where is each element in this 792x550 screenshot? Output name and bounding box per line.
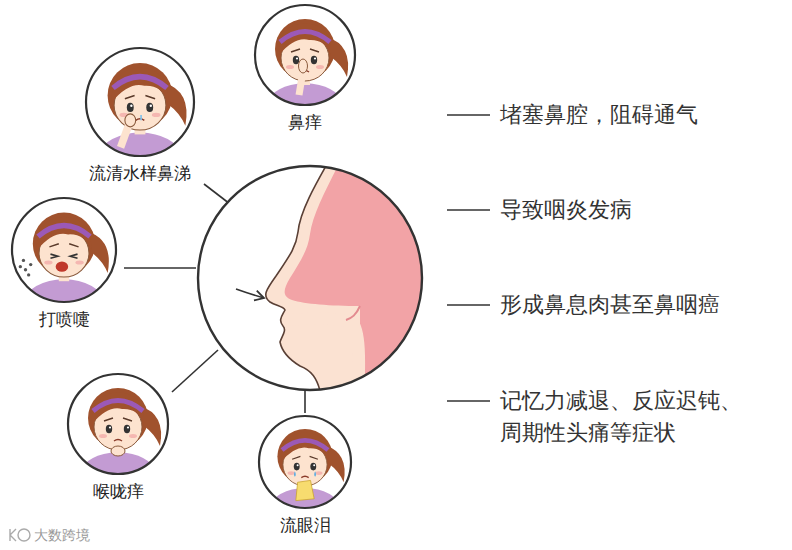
symptom-label: 喉咙痒 xyxy=(93,481,144,501)
effect-note: 记忆力减退、反应迟钝、 周期性头痛等症状 xyxy=(500,385,762,449)
effect-note: 形成鼻息肉甚至鼻咽癌 xyxy=(500,289,780,321)
portrait-circle xyxy=(253,3,357,107)
portrait-circle xyxy=(10,196,118,304)
effect-note: 堵塞鼻腔，阻碍通气 xyxy=(500,99,780,131)
symptom-portrait: 喉咙痒 xyxy=(66,372,170,501)
symptom-label: 打喷嚏 xyxy=(39,309,90,329)
watermark-logo xyxy=(10,529,30,541)
note-dashes xyxy=(447,115,490,401)
portrait-circle xyxy=(257,414,353,510)
portrait-circle xyxy=(84,46,196,158)
head-profile xyxy=(266,150,440,400)
effect-note: 导致咽炎发病 xyxy=(500,194,780,226)
symptom-label: 鼻痒 xyxy=(288,112,322,132)
symptom-portrait: 打喷嚏 xyxy=(10,196,118,329)
airflow-arrow xyxy=(236,289,264,298)
symptom-portrait: 流眼泪 xyxy=(257,414,353,535)
symptom-portrait: 流清水样鼻涕 xyxy=(84,46,196,183)
portrait-circle xyxy=(66,372,170,476)
symptom-portrait: 鼻痒 xyxy=(253,3,357,132)
symptom-label: 流清水样鼻涕 xyxy=(89,163,191,183)
watermark: 大数跨境 xyxy=(34,525,154,545)
symptom-label: 流眼泪 xyxy=(280,515,331,535)
